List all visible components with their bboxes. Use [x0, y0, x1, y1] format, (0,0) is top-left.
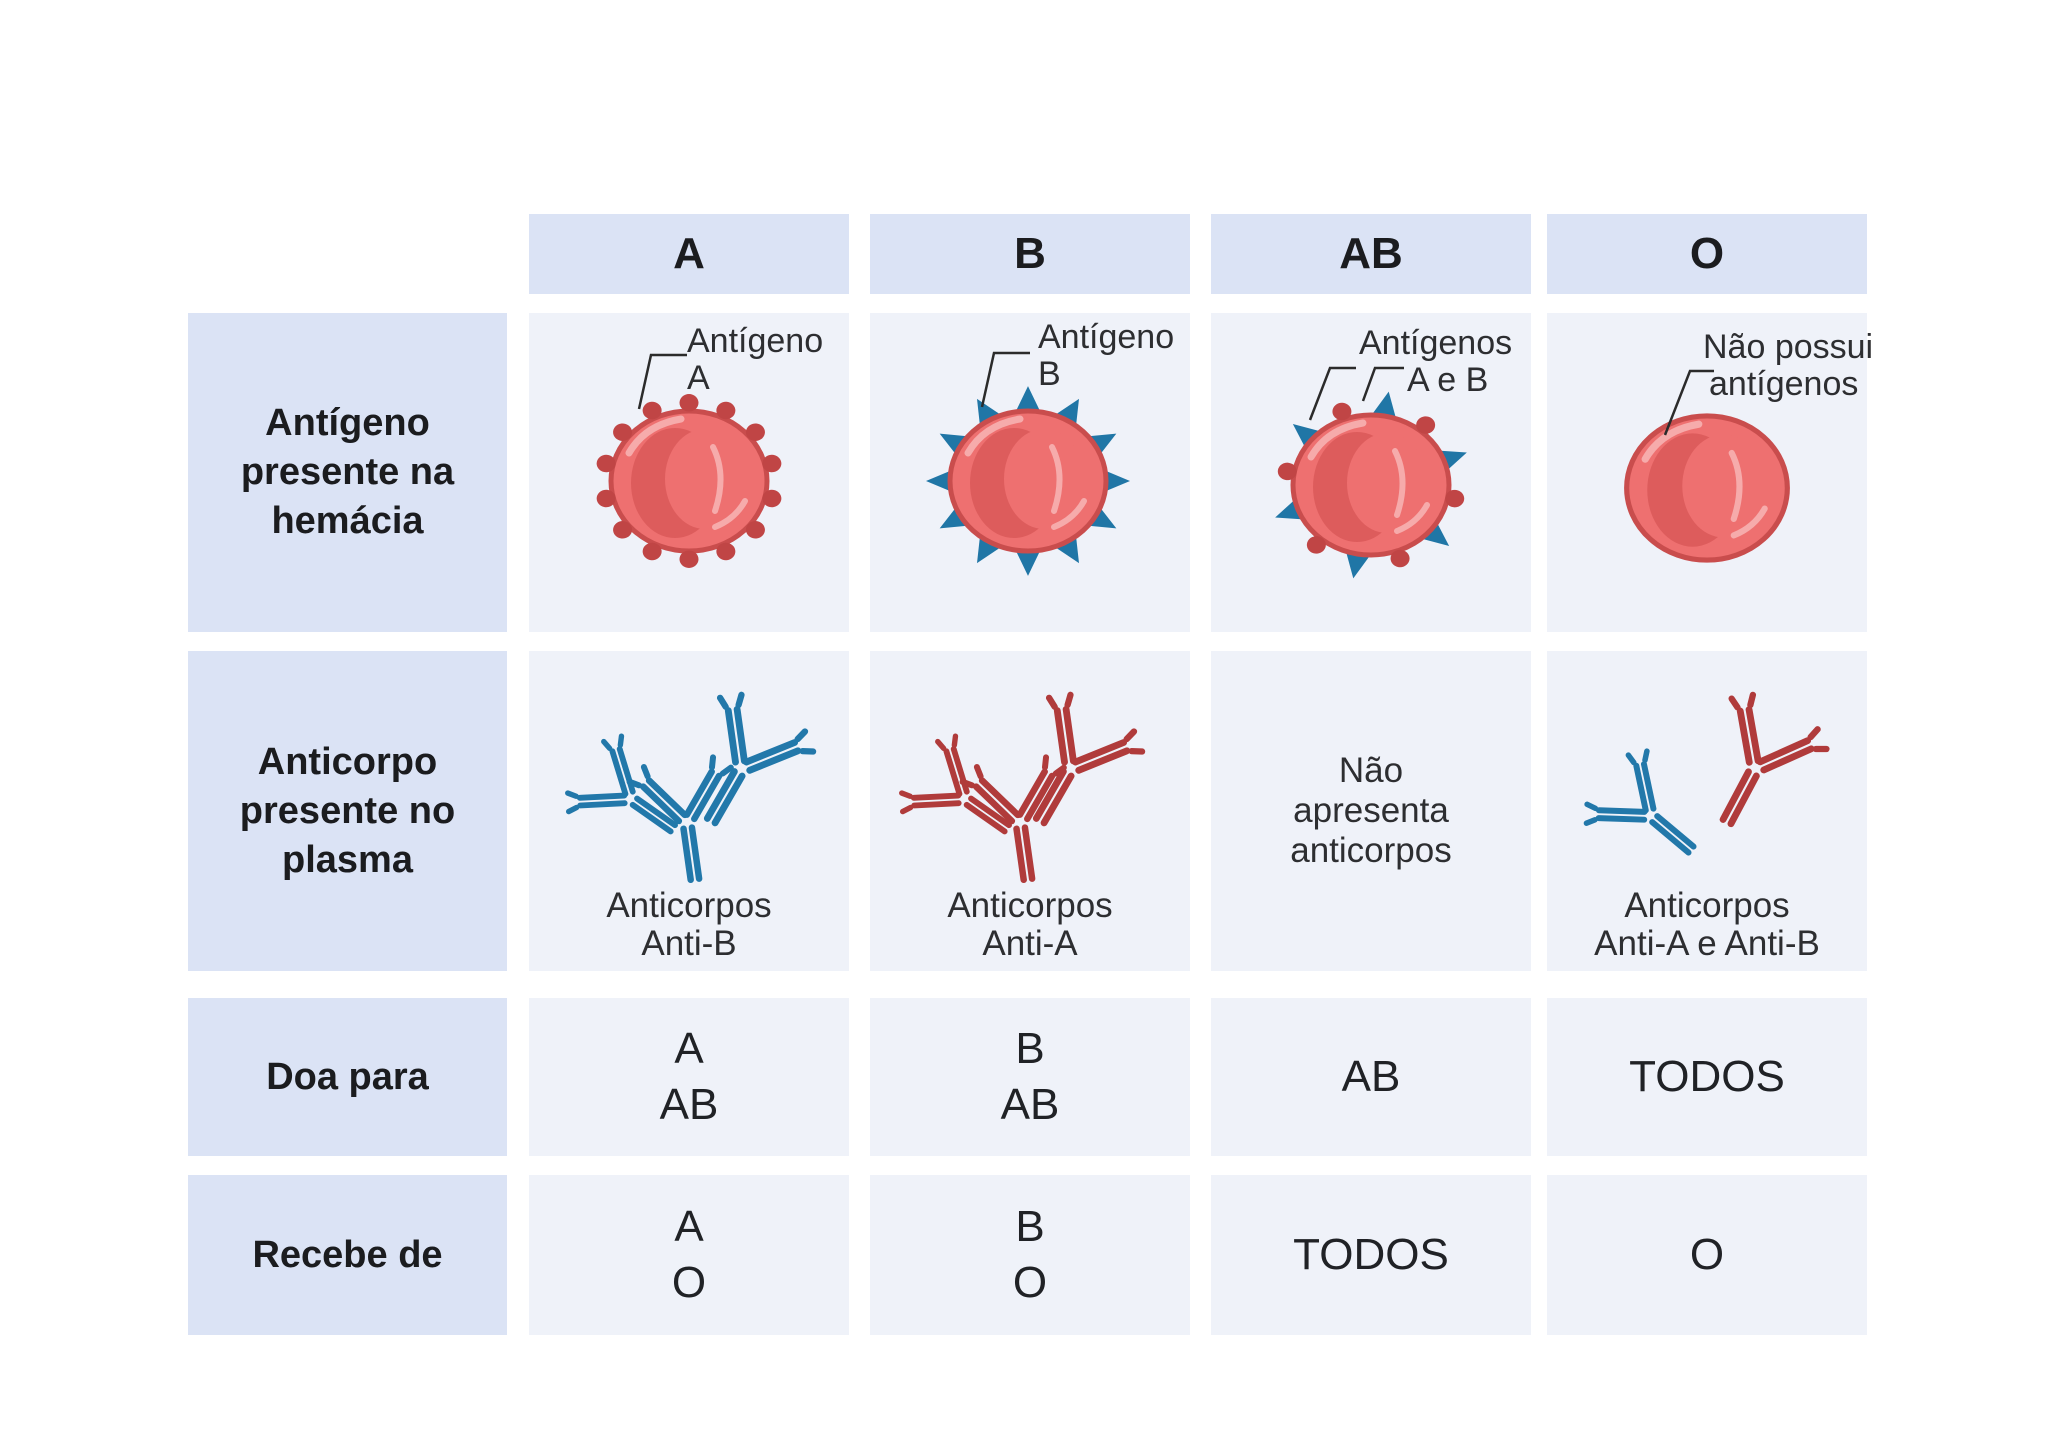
antigen-caption-o-line1: Não possui [1703, 328, 1874, 366]
donates-cell-b: B AB [870, 998, 1190, 1156]
antibody-note-ab: Não apresenta anticorpos [1211, 651, 1531, 971]
donates-cell-a: A AB [529, 998, 849, 1156]
antigen-ab-leader-line-1 [1308, 366, 1356, 421]
donates-a-line1: A [674, 1024, 704, 1073]
donates-b-line1: B [1015, 1024, 1045, 1073]
antigen-caption-b-line2: B [1038, 355, 1061, 393]
antigen-o-leader-line [1663, 369, 1714, 436]
donates-b-line2: AB [1000, 1080, 1060, 1129]
antibody-note-ab-line1: Não [1338, 751, 1404, 790]
antigen-caption-a-line2: A [687, 359, 710, 397]
receives-b-line2: O [1012, 1258, 1048, 1307]
antigen-caption-ab-line2: A e B [1407, 361, 1489, 399]
row-header-antigen-line1: Antígeno [265, 402, 430, 444]
antibody-cell-o: Anticorpos Anti-A e Anti-B [1547, 651, 1867, 971]
antigen-caption-o-line2: antígenos [1709, 365, 1859, 403]
antigen-caption-ab-line1: Antígenos [1359, 324, 1513, 362]
donates-values-o: TODOS [1547, 998, 1867, 1156]
receives-cell-a: A O [529, 1175, 849, 1335]
donates-ab-line1: AB [1341, 1052, 1401, 1101]
antigen-cell-o: Não possui antígenos [1547, 313, 1873, 632]
donates-o-line1: TODOS [1629, 1052, 1785, 1101]
receives-a-line2: O [671, 1258, 707, 1307]
antigen-caption-a-line1: Antígeno [687, 322, 824, 360]
antibody-caption-o-line1: Anticorpos [1624, 886, 1790, 925]
row-header-donates: Doa para [188, 998, 507, 1156]
receives-values-ab: TODOS [1211, 1175, 1531, 1335]
receives-b-line1: B [1015, 1202, 1045, 1251]
red-blood-cell-type-b-icon [926, 351, 1130, 576]
antibody-caption-a-line1: Anticorpos [606, 886, 772, 925]
red-blood-cell-type-o-icon [1547, 369, 1867, 632]
red-blood-cell-type-ab-icon [1270, 366, 1472, 581]
receives-values-a: A O [529, 1175, 849, 1335]
column-header-o-label: O [1689, 229, 1725, 278]
row-header-antibody: Anticorpo presente no plasma [188, 651, 507, 971]
antigen-a-leader-line [637, 353, 687, 410]
donates-values-a: A AB [529, 998, 849, 1156]
receives-cell-b: B O [870, 1175, 1190, 1335]
antigen-cell-ab: Antígenos A e B [1211, 313, 1531, 632]
donates-values-ab: AB [1211, 998, 1531, 1156]
antibody-cell-b: Anticorpos Anti-A [870, 651, 1190, 971]
row-header-antibody-line3: plasma [282, 838, 413, 881]
column-header-a: A [529, 214, 849, 294]
antibody-caption-b-line2: Anti-A [982, 924, 1078, 963]
receives-ab-line1: TODOS [1293, 1230, 1449, 1279]
receives-values-o: O [1547, 1175, 1867, 1335]
antibody-caption-o-line2: Anti-A e Anti-B [1594, 924, 1820, 963]
antibody-caption-b-line1: Anticorpos [947, 886, 1113, 925]
row-header-receives-label: Recebe de [252, 1233, 443, 1276]
antigen-b-leader-line [980, 351, 1030, 408]
row-header-antigen: Antígeno presente na hemácia [188, 313, 507, 632]
receives-cell-o: O [1547, 1175, 1867, 1335]
donates-cell-o: TODOS [1547, 998, 1867, 1156]
row-header-antigen-line3: hemácia [271, 500, 424, 542]
antibody-cell-a: Anticorpos Anti-B [529, 651, 849, 971]
receives-a-line1: A [674, 1202, 704, 1251]
row-header-donates-label: Doa para [266, 1055, 429, 1098]
row-header-antigen-line2: presente na [240, 451, 455, 493]
column-header-b-label: B [1014, 229, 1046, 278]
receives-values-b: B O [870, 1175, 1190, 1335]
row-header-antibody-line1: Anticorpo [257, 740, 438, 783]
antigen-ab-leader-line-2 [1361, 366, 1404, 402]
antibody-caption-a-line2: Anti-B [641, 924, 737, 963]
antibody-note-ab-line3: anticorpos [1290, 831, 1452, 870]
red-blood-cell-type-a-icon [594, 353, 784, 568]
row-header-antibody-line2: presente no [239, 789, 456, 832]
column-header-ab: AB [1211, 214, 1531, 294]
antigen-caption-b-line1: Antígeno [1038, 318, 1175, 356]
column-header-a-label: A [673, 229, 705, 278]
antigen-cell-a: Antígeno A [529, 313, 849, 632]
receives-o-line1: O [1689, 1230, 1725, 1279]
receives-cell-ab: TODOS [1211, 1175, 1531, 1335]
donates-values-b: B AB [870, 998, 1190, 1156]
donates-a-line2: AB [659, 1080, 719, 1129]
antibody-cell-ab: Não apresenta anticorpos [1211, 651, 1531, 971]
row-header-receives: Recebe de [188, 1175, 507, 1335]
column-header-ab-label: AB [1339, 229, 1403, 278]
column-header-b: B [870, 214, 1190, 294]
antigen-cell-b: Antígeno B [870, 313, 1190, 632]
donates-cell-ab: AB [1211, 998, 1531, 1156]
column-header-o: O [1547, 214, 1867, 294]
antibody-note-ab-line2: apresenta [1293, 791, 1449, 830]
